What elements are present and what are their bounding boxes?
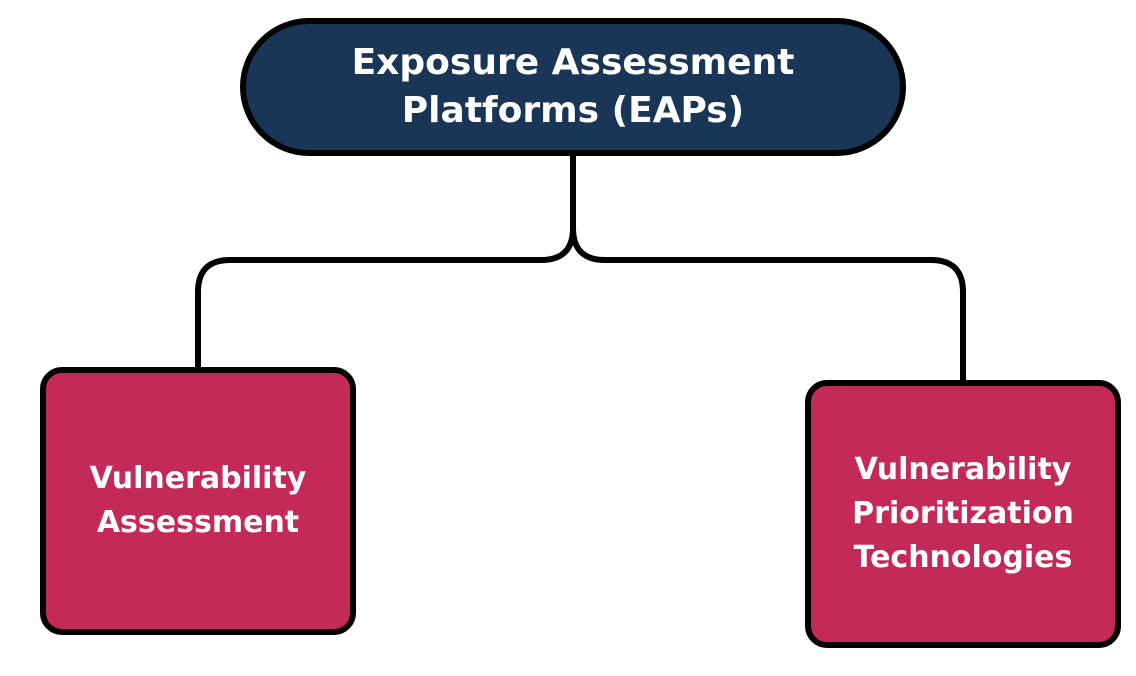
child-node-label: Vulnerability Prioritization Technologie… [852, 452, 1074, 575]
root-node-label: Exposure Assessment Platforms (EAPs) [351, 42, 795, 131]
child-node-label: Vulnerability Assessment [89, 461, 307, 540]
root-node-exposure-assessment-platforms: Exposure Assessment Platforms (EAPs) [240, 18, 906, 156]
child-node-vulnerability-assessment: Vulnerability Assessment [40, 367, 356, 635]
connector-to-vulnerability-prioritization [570, 225, 966, 386]
connector-to-vulnerability-assessment [195, 149, 576, 373]
child-node-vulnerability-prioritization-technologies: Vulnerability Prioritization Technologie… [805, 380, 1121, 648]
